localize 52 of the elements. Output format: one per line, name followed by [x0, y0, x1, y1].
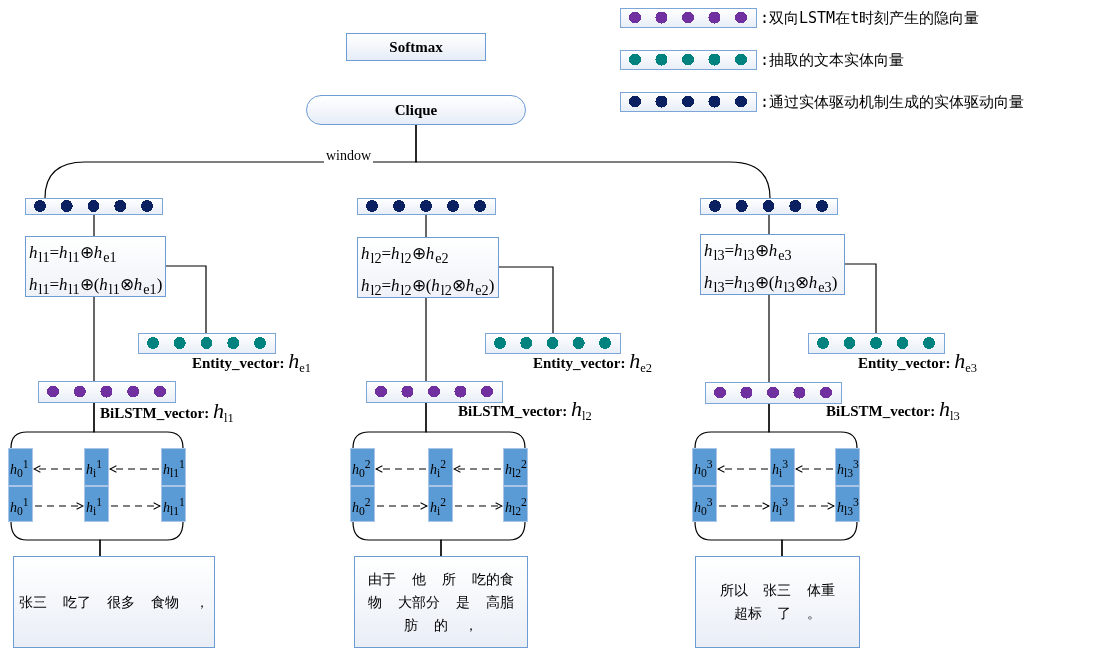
dashed-arrow	[796, 502, 835, 510]
dashed-arrow	[718, 502, 770, 510]
formula: h$_{l2}$=h$_{l2}$⊕(h$_{l2}$⊗h$_{e2}$)	[361, 275, 495, 301]
dashed-arrow	[110, 502, 161, 510]
formula: h$_{l2}$=h$_{l2}$⊕h$_{e2}$	[361, 243, 450, 269]
dashed-arrow	[376, 502, 428, 510]
legend-text: :通过实体驱动机制生成的实体驱动向量	[760, 93, 1025, 112]
layer-box: Softmax	[346, 33, 486, 61]
formula: h$_{l1}$=h$_{l1}$⊕h$_{e1}$	[29, 242, 118, 268]
connector-line	[768, 403, 858, 449]
layer-box: Clique	[306, 95, 526, 125]
connector-line	[425, 297, 427, 382]
connector-line	[93, 402, 184, 449]
connector-line	[844, 263, 877, 334]
legend-text: :抽取的文本实体向量	[760, 51, 905, 70]
sentence-box: 由于 他 所 吃的食物 大部分 是 高脂肪 的 ，	[354, 556, 528, 648]
legend-text: :双向LSTM在t时刻产生的隐向量	[760, 9, 980, 28]
dashed-arrow	[375, 465, 427, 473]
dashed-arrow	[454, 502, 503, 510]
dashed-arrow	[453, 465, 502, 473]
formula: h$_{l3}$=h$_{l3}$⊕h$_{e3}$	[704, 240, 793, 266]
connector-line	[425, 402, 526, 449]
sentence-box: 所以 张三 体重超标 了 。	[695, 556, 860, 648]
connector-line	[93, 296, 95, 382]
connector-line	[768, 294, 770, 383]
connector-line	[93, 214, 95, 237]
formula-box	[700, 234, 845, 295]
edge-label: window	[324, 148, 374, 164]
formula: h$_{l1}$=h$_{l1}$⊕(h$_{l1}$⊗h$_{e1}$)	[29, 274, 163, 300]
dashed-arrow	[109, 465, 160, 473]
connector-line	[768, 214, 770, 235]
connector-line	[99, 521, 184, 557]
connector-line	[781, 521, 858, 557]
vector-label: BiLSTM_vector: h$_{l3}$	[826, 396, 960, 424]
connector-line	[415, 124, 771, 199]
vector-label: BiLSTM_vector: h$_{l2}$	[458, 396, 592, 424]
vector-label: Entity_vector: h$_{e3}$	[858, 348, 978, 376]
connector-line	[498, 266, 554, 334]
formula-box	[357, 237, 499, 298]
vector-label: Entity_vector: h$_{e1}$	[192, 348, 312, 376]
vector-label: Entity_vector: h$_{e2}$	[533, 348, 653, 376]
sentence-box: 张三 吃了 很多 食物 ，	[13, 556, 215, 648]
vector-label: BiLSTM_vector: h$_{l1}$	[100, 398, 234, 426]
dashed-arrow	[717, 465, 769, 473]
dashed-arrow	[34, 502, 84, 510]
dashed-arrow	[795, 465, 834, 473]
formula: h$_{l3}$=h$_{l3}$⊕(h$_{l3}$⊗h$_{e3}$)	[704, 272, 839, 298]
connector-line	[165, 265, 207, 334]
dashed-arrow	[33, 465, 83, 473]
formula-box	[25, 236, 167, 297]
connector-line	[440, 521, 526, 557]
connector-line	[425, 214, 427, 238]
